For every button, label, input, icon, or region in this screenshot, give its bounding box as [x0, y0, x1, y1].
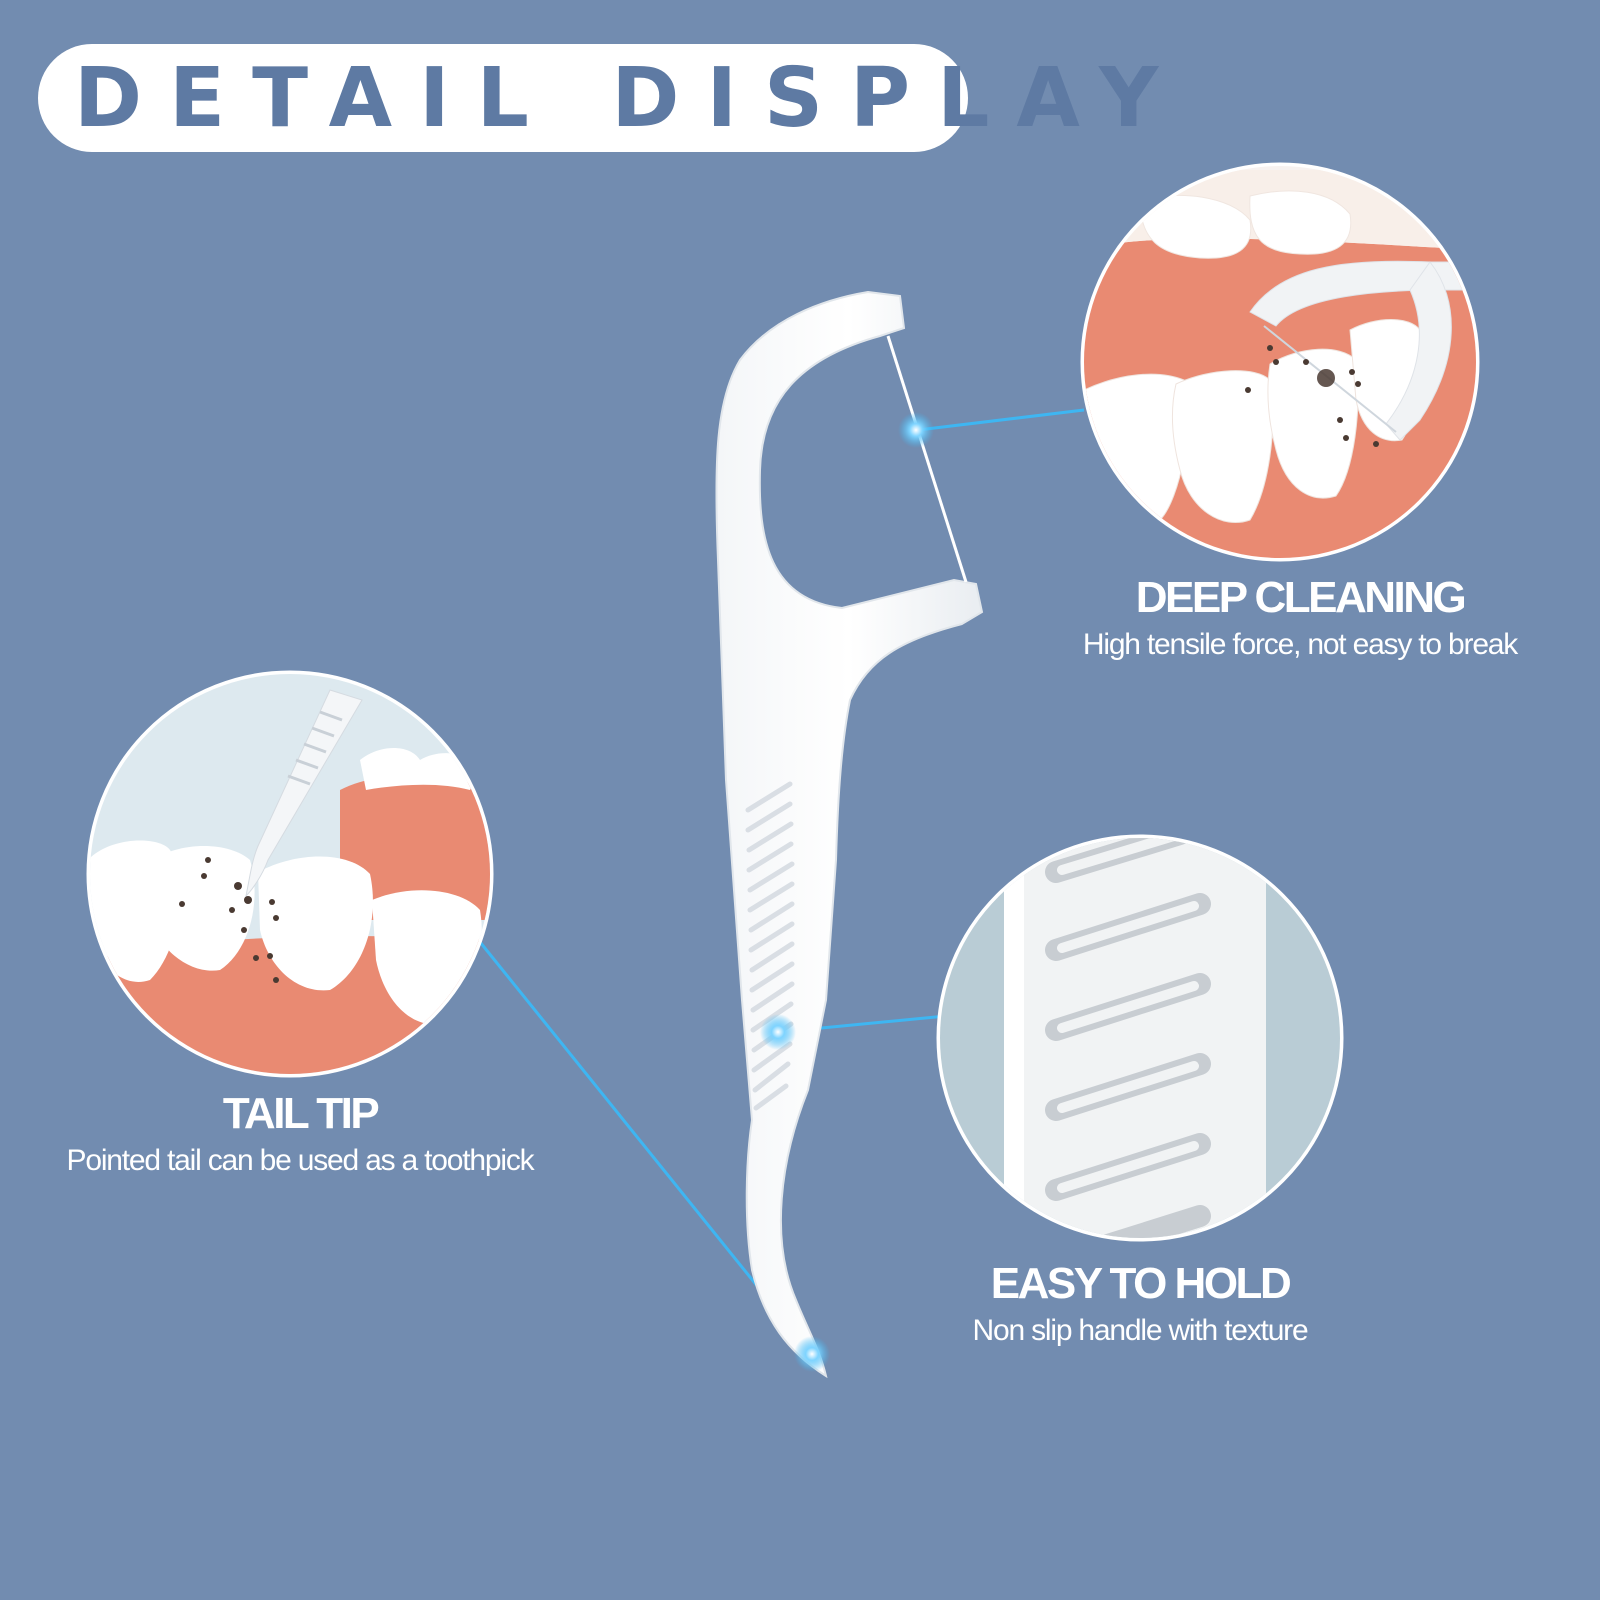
callout-dot-tail [794, 1336, 830, 1372]
feature-deep-cleaning: DEEP CLEANING High tensile force, not ea… [1060, 576, 1540, 660]
tail-tip-zoom-circle [86, 670, 494, 1078]
feature-heading: EASY TO HOLD [990, 1259, 1292, 1308]
grip-texture-zoom-circle [936, 834, 1344, 1242]
callout-dot-floss [898, 412, 934, 448]
callout-dot-grip [760, 1014, 796, 1050]
feature-tail-tip: TAIL TIP Pointed tail can be used as a t… [40, 1092, 560, 1176]
floss-pick-body [715, 290, 984, 1379]
floss-pick-illustration [715, 290, 984, 1379]
feature-description: Non slip handle with texture [972, 1314, 1309, 1347]
feature-easy-to-hold: EASY TO HOLD Non slip handle with textur… [940, 1262, 1340, 1346]
title-banner: DETAIL DISPLAY [38, 44, 1158, 152]
feature-heading: TAIL TIP [222, 1089, 380, 1138]
feature-description: Pointed tail can be used as a toothpick [66, 1144, 535, 1177]
page-title: DETAIL DISPLAY [74, 50, 1186, 146]
feature-heading: DEEP CLEANING [1135, 573, 1467, 622]
feature-description: High tensile force, not easy to break [1082, 628, 1518, 661]
grip-texture [745, 781, 795, 1111]
deep-cleaning-zoom-circle [1080, 162, 1480, 562]
floss-string [886, 335, 968, 583]
